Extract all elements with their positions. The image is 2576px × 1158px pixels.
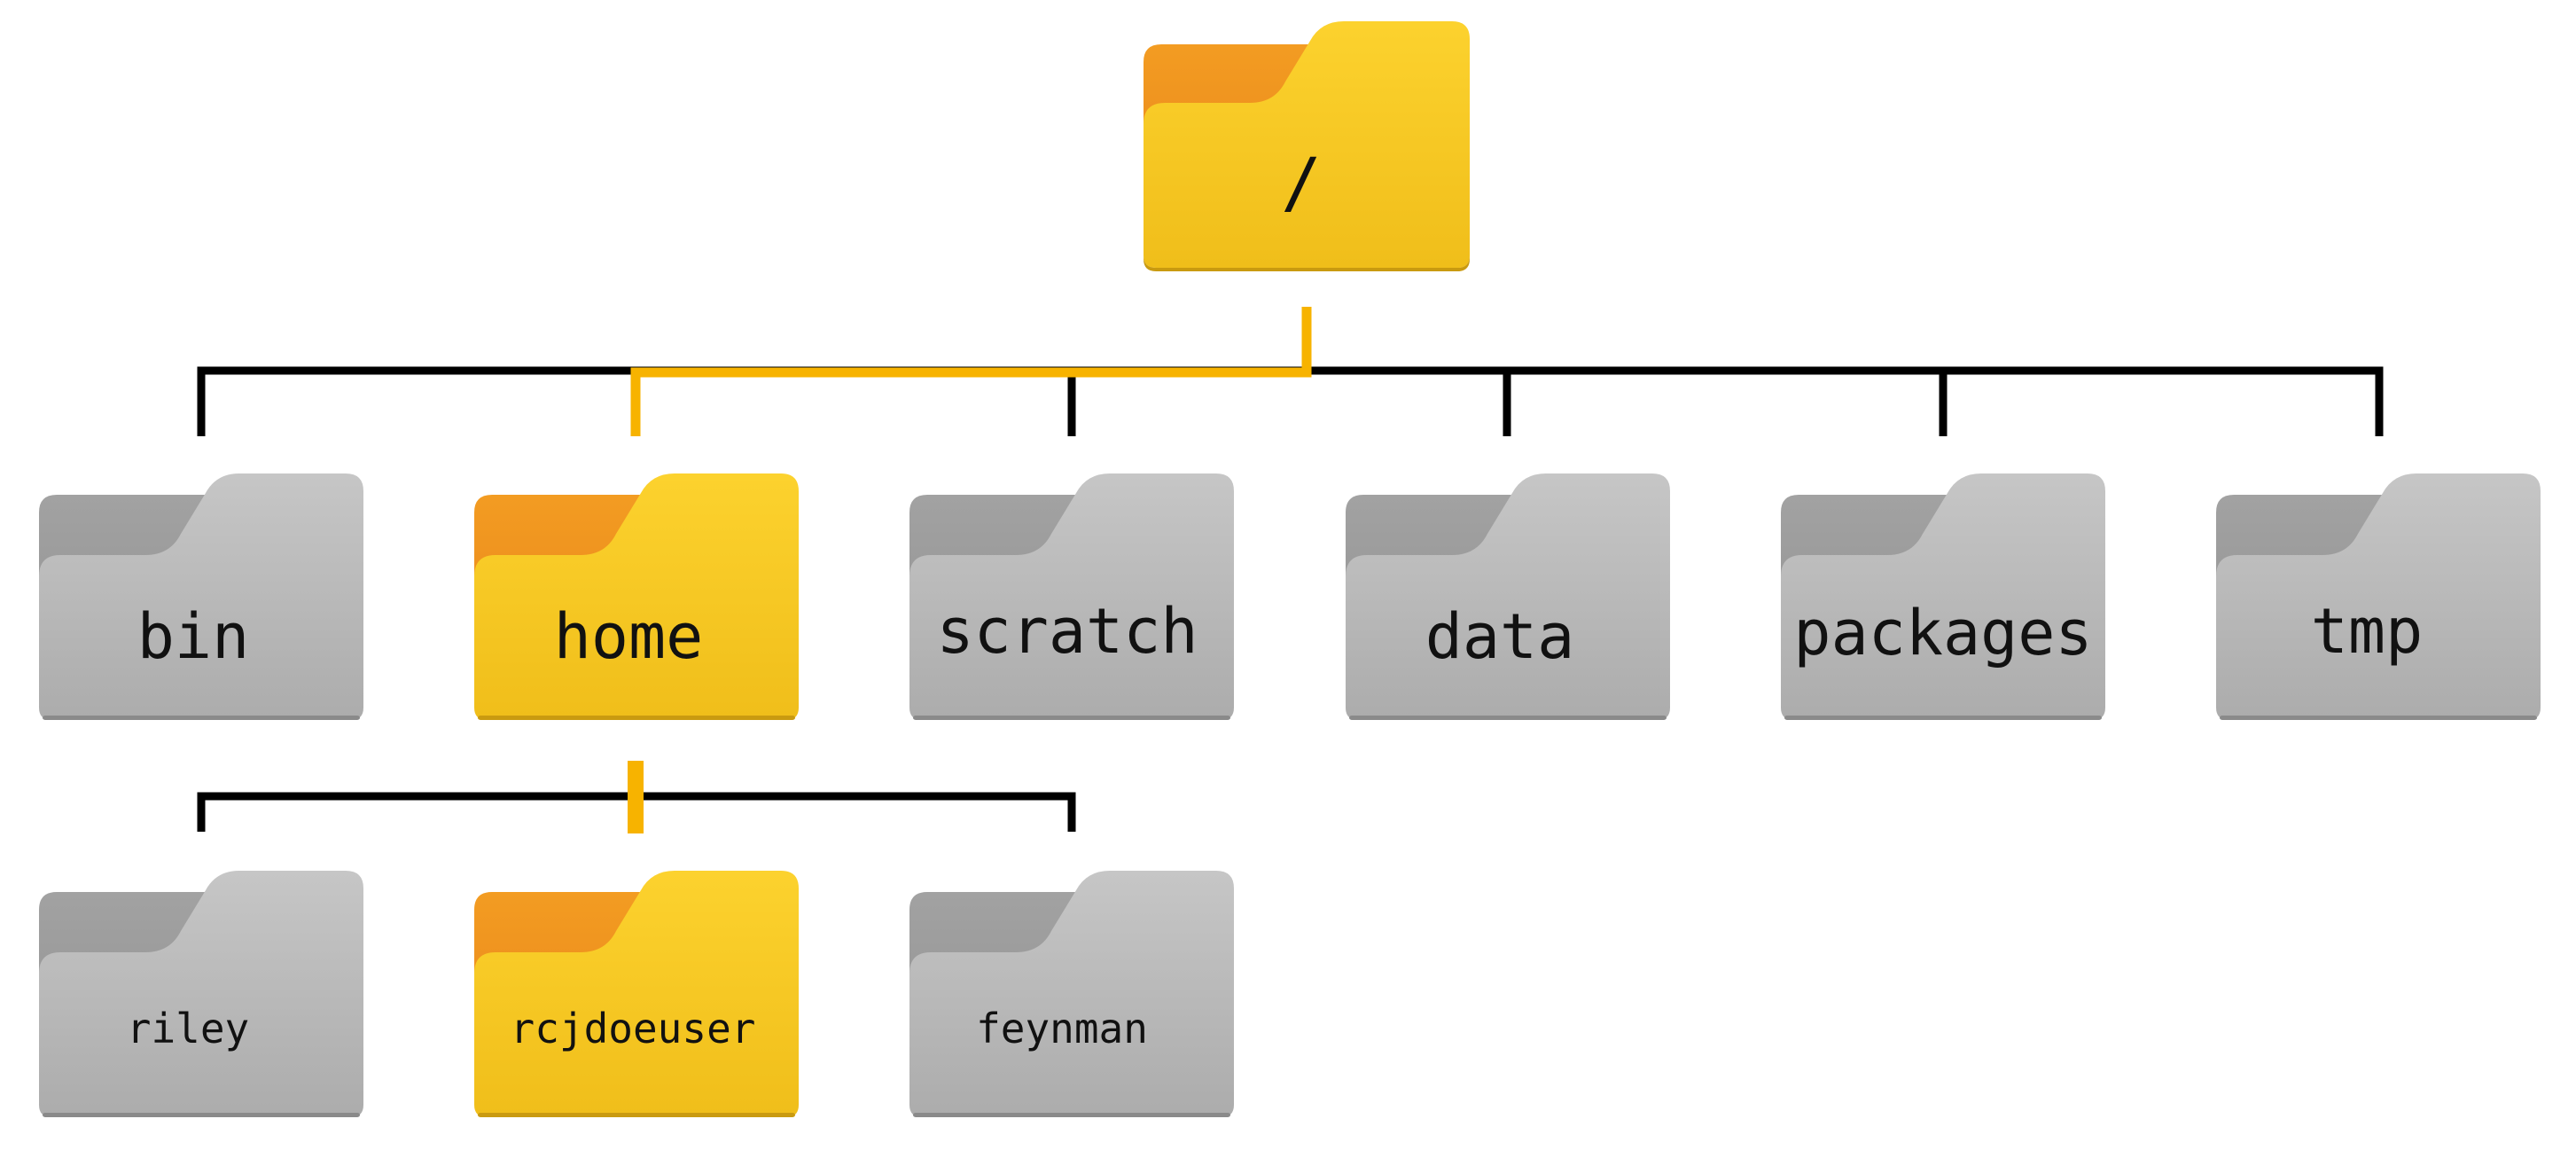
folder-tmp[interactable]: tmp <box>2216 473 2541 720</box>
folder-root-front <box>1144 21 1470 268</box>
folder-riley[interactable]: riley <box>39 871 363 1117</box>
connector-highlight-root-home <box>630 307 1312 436</box>
folder-bin-edge <box>43 716 360 720</box>
folder-root-edge <box>1144 255 1470 271</box>
folder-home-edge <box>478 716 795 720</box>
folder-feynman-label: feynman <box>976 1005 1148 1052</box>
folder-scratch-label: scratch <box>936 595 1198 668</box>
folder-rcjdoeuser-edge <box>478 1113 795 1117</box>
folder-tmp-edge <box>2220 716 2537 720</box>
folder-data-front <box>1346 473 1670 720</box>
folder-bin-front <box>39 473 363 720</box>
folder-feynman-front <box>909 871 1234 1117</box>
connectors-level2 <box>197 761 1076 833</box>
folder-bin[interactable]: bin <box>39 473 363 720</box>
folder-feynman-edge <box>913 1113 1230 1117</box>
folder-bin-label: bin <box>137 600 249 673</box>
folder-riley-edge <box>43 1113 360 1117</box>
folder-tmp-front <box>2216 473 2541 720</box>
folder-packages[interactable]: packages <box>1781 473 2105 720</box>
folder-rcjdoeuser-label: rcjdoeuser <box>511 1005 756 1052</box>
connectors-level1 <box>197 307 2384 436</box>
folder-packages-edge <box>1784 716 2102 720</box>
folder-data-edge <box>1349 716 1667 720</box>
folder-data[interactable]: data <box>1346 473 1670 720</box>
folder-rcjdoeuser-front <box>474 871 799 1117</box>
folder-riley-front <box>39 871 363 1117</box>
folder-home-front <box>474 473 799 720</box>
folder-packages-front <box>1781 473 2105 720</box>
folder-rcjdoeuser[interactable]: rcjdoeuser <box>474 871 799 1117</box>
folder-home[interactable]: home <box>474 473 799 720</box>
folder-scratch[interactable]: scratch <box>909 473 1234 720</box>
folder-scratch-front <box>909 473 1234 720</box>
folder-riley-label: riley <box>127 1005 249 1052</box>
folder-data-label: data <box>1425 600 1575 673</box>
folder-tmp-label: tmp <box>2311 595 2423 668</box>
folder-scratch-edge <box>913 716 1230 720</box>
folder-home-label: home <box>554 600 704 673</box>
connector-bar-level1 <box>197 366 2384 436</box>
folder-feynman[interactable]: feynman <box>909 871 1234 1117</box>
folder-packages-label: packages <box>1793 597 2092 669</box>
folder-root-label: / <box>1281 143 1322 222</box>
folder-root[interactable]: / <box>1144 21 1470 271</box>
